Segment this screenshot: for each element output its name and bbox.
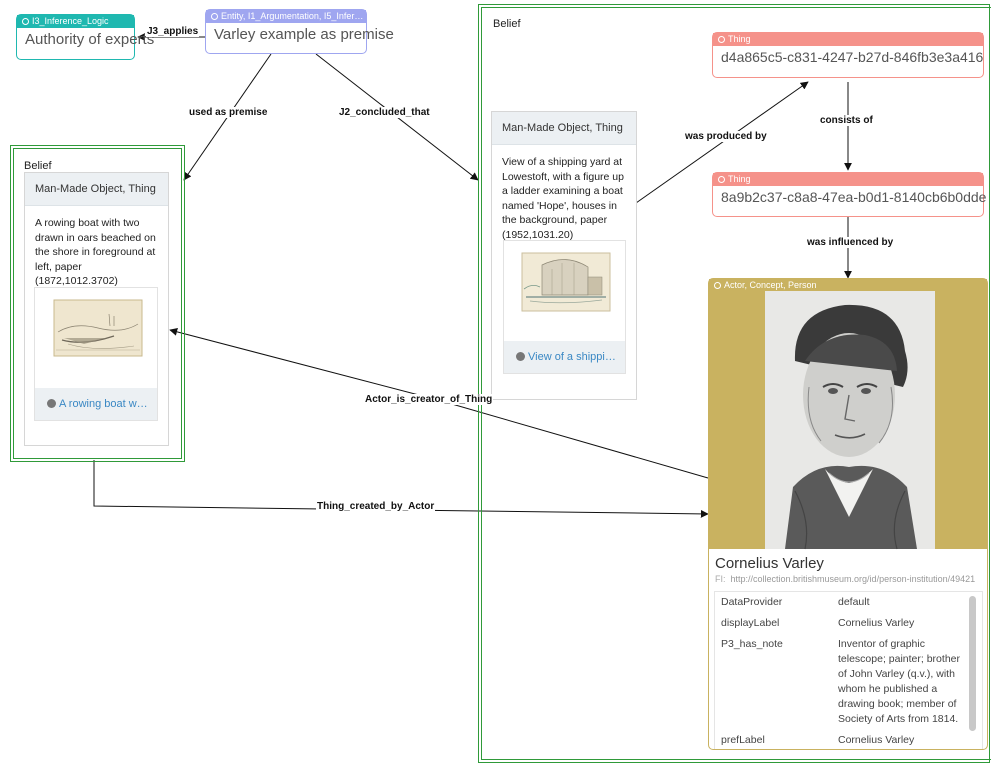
belief-left-label: Belief xyxy=(24,160,52,172)
belief-left-card[interactable]: Man-Made Object, Thing A rowing boat wit… xyxy=(24,172,169,446)
node-label: Authority of experts xyxy=(25,31,155,48)
property-key: displayLabel xyxy=(721,617,780,629)
node-label: d4a865c5-c831-4247-b27d-846fb3e3a416 xyxy=(721,49,984,65)
property-row: prefLabel Cornelius Varley xyxy=(715,730,982,751)
node-type-label: Thing xyxy=(728,174,751,184)
property-key: DataProvider xyxy=(721,596,783,608)
property-key: prefLabel xyxy=(721,734,765,746)
property-row: displayLabel Cornelius Varley xyxy=(715,613,982,634)
node-type-circle-icon xyxy=(22,18,29,25)
edge-label-applies[interactable]: J3_applies xyxy=(146,26,200,37)
card-description: A rowing boat with two drawn in oars bea… xyxy=(35,217,156,287)
card-type-label: Man-Made Object, Thing xyxy=(25,173,168,206)
edge-label-actor-is-creator-of-thing[interactable]: Actor_is_creator_of_Thing xyxy=(364,394,494,405)
node-type-circle-icon xyxy=(718,36,725,43)
node-type-label: Thing xyxy=(728,34,751,44)
edge-thing-created-by-line xyxy=(93,460,709,518)
card-type-label: Man-Made Object, Thing xyxy=(492,112,636,145)
cornelius-varley-portrait-image xyxy=(765,291,935,550)
node-label: 8a9b2c37-c8a8-47ea-b0d1-8140cb6b0dde xyxy=(721,189,987,205)
thumbnail-caption-link[interactable]: View of a shippi… xyxy=(504,341,625,373)
property-row: DataProvider default xyxy=(715,592,982,613)
belief-right-card[interactable]: Man-Made Object, Thing View of a shippin… xyxy=(491,111,637,400)
edge-was-produced-by-line xyxy=(635,81,809,204)
thumbnail-box[interactable]: A rowing boat w… xyxy=(34,287,158,421)
belief-right-label: Belief xyxy=(493,18,521,30)
property-key: P3_has_note xyxy=(721,638,783,650)
node-type-circle-icon xyxy=(718,176,725,183)
thing-node-8a9b2c37[interactable]: Thing 8a9b2c37-c8a8-47ea-b0d1-8140cb6b0d… xyxy=(712,172,987,217)
edge-label-concluded-that[interactable]: J2_concluded_that xyxy=(338,107,431,118)
property-value: Inventor of graphic telescope; painter; … xyxy=(838,638,960,725)
node-type-label: Entity, I1_Argumentation, I5_Infer… xyxy=(221,11,364,21)
edge-label-consists-of[interactable]: consists of xyxy=(819,115,874,126)
edge-label-was-influenced-by[interactable]: was influenced by xyxy=(806,237,895,248)
status-dot-icon xyxy=(47,399,56,408)
thumbnail-caption-link[interactable]: A rowing boat w… xyxy=(35,388,157,420)
property-value: default xyxy=(838,596,870,608)
property-value: Cornelius Varley xyxy=(838,617,915,629)
shipping-yard-sketch-image xyxy=(521,252,611,312)
node-type-circle-icon xyxy=(714,282,721,289)
property-row: P3_has_note Inventor of graphic telescope… xyxy=(715,634,982,730)
varley-example-node[interactable]: Entity, I1_Argumentation, I5_Infer… Varl… xyxy=(205,9,394,54)
status-dot-icon xyxy=(516,352,525,361)
person-name: Cornelius Varley xyxy=(715,555,824,572)
card-description: View of a shipping yard at Lowestoft, wi… xyxy=(502,156,624,241)
node-type-circle-icon xyxy=(211,13,218,20)
edge-label-thing-created-by-actor[interactable]: Thing_created_by_Actor xyxy=(316,501,436,512)
person-iri[interactable]: FI:http://collection.britishmuseum.org/i… xyxy=(715,574,976,584)
edge-label-used-as-premise[interactable]: used as premise xyxy=(188,107,269,118)
rowing-boat-sketch-image xyxy=(53,299,143,357)
authority-of-experts-node[interactable]: I3_Inference_Logic Authority of experts xyxy=(16,14,155,60)
property-value: Cornelius Varley xyxy=(838,734,915,746)
node-type-label: I3_Inference_Logic xyxy=(32,16,109,26)
thumbnail-box[interactable]: View of a shippi… xyxy=(503,240,626,374)
edge-label-was-produced-by[interactable]: was produced by xyxy=(684,131,768,142)
thing-node-d4a865c5[interactable]: Thing d4a865c5-c831-4247-b27d-846fb3e3a4… xyxy=(712,32,984,78)
properties-scrollbar[interactable] xyxy=(969,596,976,731)
belief-left-container[interactable] xyxy=(10,145,185,462)
node-label: Varley example as premise xyxy=(214,26,394,43)
node-type-label: Actor, Concept, Person xyxy=(724,280,817,290)
cornelius-varley-node[interactable]: Actor, Concept, Person Cornelius Varley … xyxy=(708,278,988,750)
